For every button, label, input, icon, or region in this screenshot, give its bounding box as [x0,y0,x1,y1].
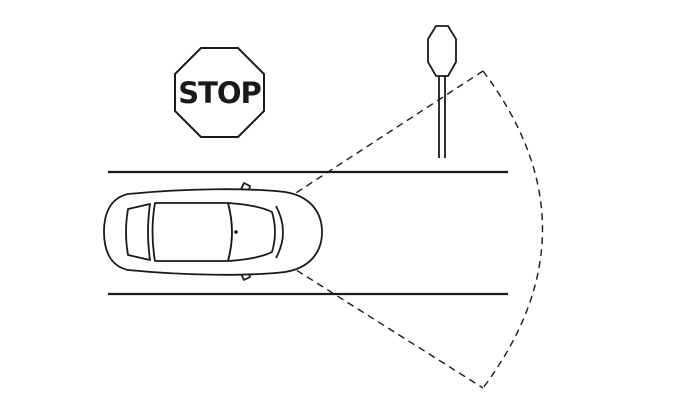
car-icon [103,182,323,281]
car-rear-window [125,203,151,261]
roadside-sign-icon [427,25,457,158]
stop-sign-octagon [174,47,265,138]
car-windshield [227,202,276,262]
car-hood-line [275,205,284,259]
roadside-sign-board [427,25,457,77]
stop-sign-label: STOP [178,76,261,110]
stop-sign-icon: STOP [174,47,265,138]
camera-point [234,230,238,234]
car-roof [151,202,233,262]
field-of-view-arc [482,70,544,389]
